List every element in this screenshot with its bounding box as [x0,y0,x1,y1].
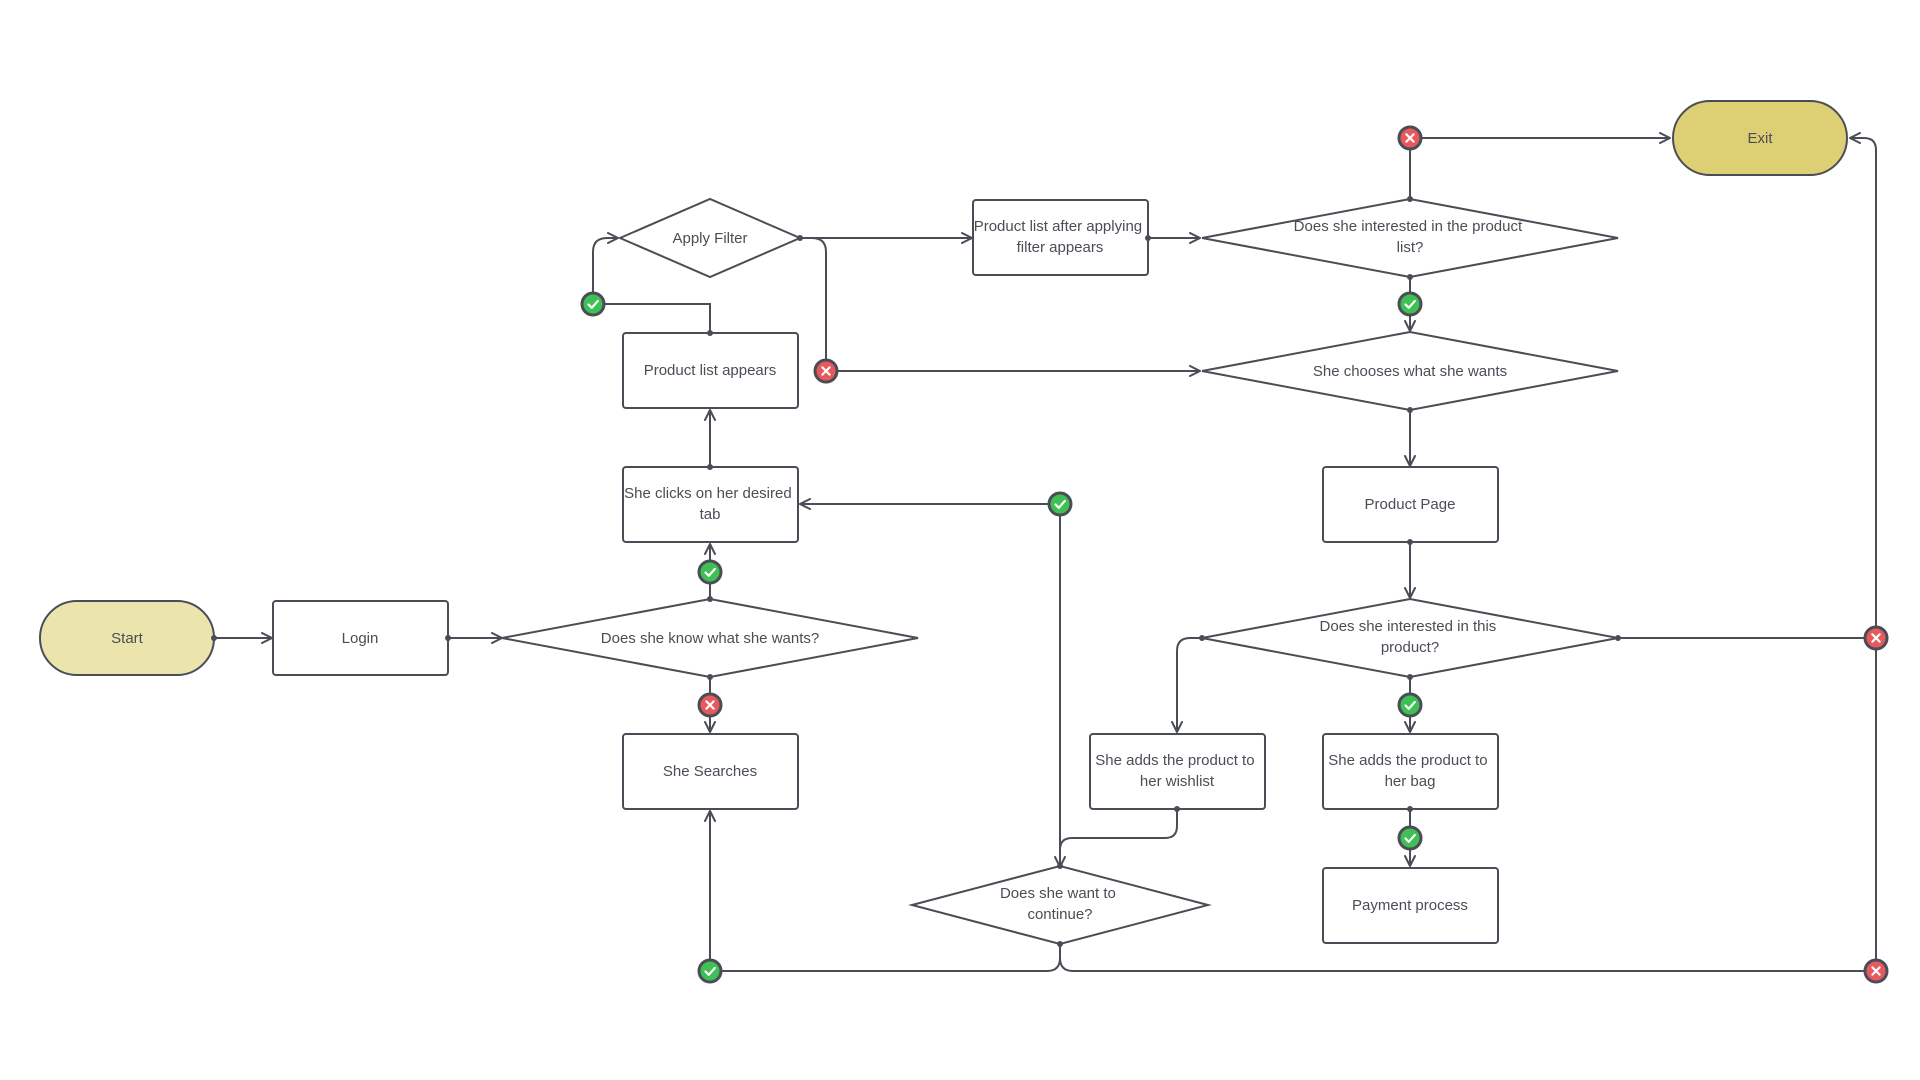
edge-wishlist-continue [1054,809,1178,868]
yes-check-icon [697,559,723,585]
connector-dot [707,330,713,336]
yes-check-icon [1047,491,1073,517]
connector-dot [211,635,217,641]
clicks-tab-label: She clicks on her desired tab [624,485,796,523]
connector-dots [211,196,1621,947]
connector-dot [1145,235,1151,241]
connector-dot [1174,806,1180,812]
login-label: Login [342,630,379,647]
connector-dot [1615,635,1621,641]
bag-box: She adds the product to her bag [1322,733,1499,810]
connector-dot [707,464,713,470]
chooses-label: She chooses what she wants [1313,363,1507,380]
edge-interested-product-wishlist [1171,637,1202,733]
searches-box: She Searches [622,733,799,810]
decision-markers [580,125,1889,984]
edge-apply-filter-no [800,237,827,371]
interested-product-decision: Does she interested in this product? [1201,597,1619,679]
connector-dot [707,596,713,602]
exit-label: Exit [1747,130,1773,147]
connector-dot [707,674,713,680]
interested-list-label: Does she interested in the product list? [1294,218,1527,256]
yes-check-icon [1397,291,1423,317]
start-terminal: Start [39,600,215,676]
connector-dot [1407,274,1413,280]
connector-dot [1199,635,1205,641]
know-wants-decision: Does she know what she wants? [501,597,919,679]
no-cross-icon [1397,125,1423,151]
connector-dot [1407,539,1413,545]
yes-check-icon [1397,825,1423,851]
interested-list-decision: Does she interested in the product list? [1201,197,1619,279]
yes-check-icon [1397,692,1423,718]
list-appears-label: Product list appears [644,362,777,379]
login-box: Login [272,600,449,676]
edge-filter-yes-apply-filter [592,232,619,304]
connector-dot [1407,674,1413,680]
connector-dot [1057,941,1063,947]
product-page-label: Product Page [1365,496,1456,513]
apply-filter-decision: Apply Filter [617,197,803,279]
wishlist-box: She adds the product to her wishlist [1089,733,1266,810]
no-cross-icon [813,358,839,384]
exit-terminal: Exit [1672,100,1848,176]
searches-label: She Searches [663,763,757,780]
apply-filter-label: Apply Filter [672,230,747,247]
connector-dot [797,235,803,241]
yes-check-icon [697,958,723,984]
yes-check-icon [580,291,606,317]
edge-list-appears-filter-yes [593,303,711,333]
know-wants-label: Does she know what she wants? [601,630,819,647]
connector-dot [445,635,451,641]
continue-decision: Does she want to continue? [908,864,1212,946]
no-cross-icon [697,692,723,718]
edge-product-no-exit [1849,132,1877,638]
connector-dot [1407,407,1413,413]
product-page-box: Product Page [1322,466,1499,543]
chooses-decision: She chooses what she wants [1201,330,1619,412]
edges [214,132,1877,972]
list-appears-box: Product list appears [622,332,799,409]
edge-continue-no-exit [1059,944,1876,972]
interested-product-label: Does she interested in this product? [1320,618,1501,656]
nodes: Start Exit Login Does she know what she … [39,100,1848,946]
payment-label: Payment process [1352,897,1468,914]
start-label: Start [111,630,144,647]
clicks-tab-box: She clicks on her desired tab [622,466,799,543]
connector-dot [1407,196,1413,202]
continue-label: Does she want to continue? [1000,885,1120,923]
payment-box: Payment process [1322,867,1499,944]
no-cross-icon [1863,625,1889,651]
list-filtered-label: Product list after applying filter appea… [974,218,1147,256]
list-filtered-box: Product list after applying filter appea… [972,199,1149,276]
bag-label: She adds the product to her bag [1328,752,1491,790]
edge-continue-yes-tab [799,498,1061,860]
connector-dot [1407,806,1413,812]
wishlist-label: She adds the product to her wishlist [1095,752,1258,790]
connector-dot [1057,863,1063,869]
no-cross-icon [1863,958,1889,984]
edge-continue-yes-search [710,944,1061,972]
